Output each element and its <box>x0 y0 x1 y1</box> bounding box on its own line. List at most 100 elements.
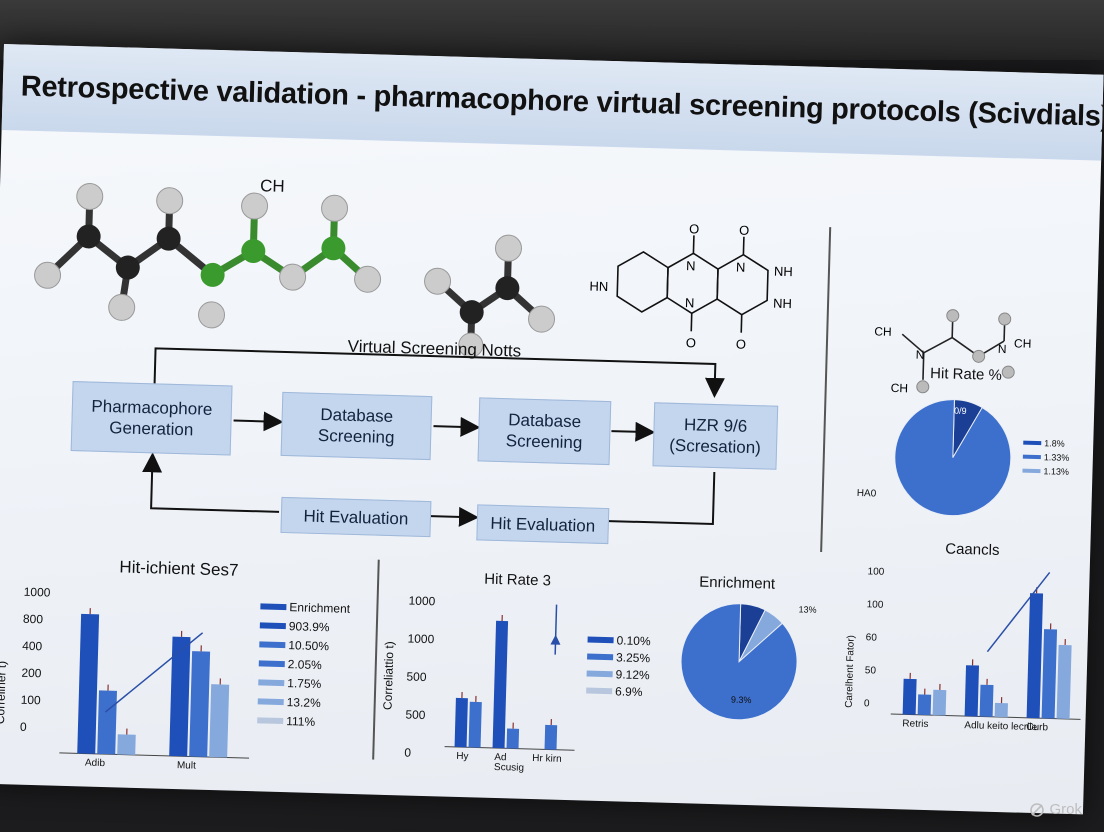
chart4-xtick: Retris <box>902 718 929 731</box>
legend-swatch <box>586 670 613 678</box>
atom-o-4: O <box>736 337 747 352</box>
chart1-legend-item: 903.9% <box>259 618 330 635</box>
chart2-bar-0-1 <box>468 701 482 748</box>
chart4-bar-1-1 <box>979 684 994 717</box>
pie0-slice-1 <box>894 399 1012 517</box>
chart2-legend-item: 3.25% <box>587 650 651 666</box>
legend-label: 111% <box>286 714 316 729</box>
legend-label: 2.05% <box>287 657 323 673</box>
flow-box-hit-evaluation-2: Hit Evaluation <box>476 504 610 545</box>
legend-label: 0.10% <box>616 633 651 649</box>
chart2-bar-1-1 <box>506 728 520 749</box>
flow-box-hzr: HZR 9/6 (Scresation) <box>652 402 779 470</box>
legend-label: 1.13% <box>1043 466 1070 477</box>
chart2-ylabel: Correliattio t) <box>380 641 397 711</box>
chart3-title: Enrichment <box>699 573 776 593</box>
chart1-ytick: 400 <box>22 638 43 654</box>
legend-label: 13.2% <box>286 695 321 711</box>
legend-swatch <box>257 717 284 725</box>
arrow-down-icon <box>153 347 725 404</box>
chart4-bar-2-2 <box>1056 644 1072 720</box>
pie0-legend-item: 1.33% <box>1022 452 1070 463</box>
chart2-legend-item: 6.9% <box>586 684 643 700</box>
mol1-label: CH <box>260 176 285 196</box>
atom-n-right: N <box>998 342 1007 356</box>
chart4-trend-line <box>986 571 1051 653</box>
chart4-ytick: 0 <box>863 698 870 710</box>
chart1-legend-item: 1.75% <box>258 675 321 691</box>
chart4-xtick: Curb <box>1026 721 1049 734</box>
molecule-right: CH N CH CH N <box>874 309 1032 395</box>
arrow-up-icon <box>142 452 280 513</box>
legend-label: Enrichment <box>289 600 351 616</box>
chart2-bars <box>444 604 575 751</box>
legend-swatch <box>1022 468 1041 474</box>
chart4-title: Caancls <box>945 540 1000 559</box>
pie0-slice-label-0: 0/9 <box>953 405 967 417</box>
legend-swatch <box>587 636 614 644</box>
legend-label: 1.33% <box>1043 452 1070 463</box>
legend-label: 3.25% <box>615 650 651 666</box>
atom-ch-1: CH <box>874 324 892 338</box>
grok-label: Grok <box>1049 801 1082 818</box>
chart2-ytick: 1000 <box>408 593 436 609</box>
legend-swatch <box>259 622 286 630</box>
chart2-legend-item: 0.10% <box>587 633 651 649</box>
chart1-legend-item: 111% <box>257 713 315 729</box>
pie0-legend-item: 1.13% <box>1022 466 1069 477</box>
flow-box-database-screening-2: Database Screening <box>477 397 612 466</box>
legend-swatch <box>257 698 284 706</box>
atom-hn: HN <box>589 278 608 294</box>
legend-label: 9.12% <box>615 667 650 683</box>
legend-label: 1.75% <box>287 676 322 692</box>
chart4-bar-2-0 <box>1026 593 1044 719</box>
chart1-trend-line <box>104 632 204 713</box>
flow-box-hit-evaluation-1: Hit Evaluation <box>280 496 432 538</box>
chart1-xtick: Adib <box>84 757 106 770</box>
legend-swatch <box>587 653 614 661</box>
chart2-xlabel: Scusig <box>493 761 525 774</box>
chart4-bar-0-0 <box>902 678 917 715</box>
chart-enrichment-pie <box>680 603 798 721</box>
molecule-ball-stick-1: CH <box>34 176 382 329</box>
chart4-ylabel: Carelhent Fator) <box>843 634 857 709</box>
chart4-ytick: 60 <box>865 632 878 644</box>
chart2-title: Hit Rate 3 <box>484 570 552 590</box>
chart4-ytick: 100 <box>866 599 884 611</box>
chart1-bar-0-1 <box>97 690 117 755</box>
chart1-bar-1-2 <box>209 684 230 758</box>
legend-label: 1.8% <box>1044 438 1065 449</box>
flow-box-pharmacophore-generation: Pharmacophore Generation <box>70 381 233 456</box>
arrow-up-icon <box>550 634 561 645</box>
grok-watermark: Grok <box>1029 801 1082 818</box>
chart4-ytick: 50 <box>864 665 877 677</box>
chart2-legend-item: 9.12% <box>586 667 650 683</box>
chart4-bar-2-1 <box>1041 629 1058 719</box>
atom-nh-2: NH <box>773 296 792 312</box>
chart1-legend-item: 10.50% <box>259 637 329 653</box>
chart1-ytick: 800 <box>22 611 44 627</box>
chart4-bar-0-1 <box>917 694 932 716</box>
chart1-xtick: Mult <box>176 760 196 772</box>
chart1-bar-0-2 <box>117 734 136 755</box>
flow-connectors <box>142 347 725 527</box>
chart1-bars <box>59 608 250 759</box>
atom-ch-2: CH <box>1014 336 1032 350</box>
chart1-bar-0-0 <box>77 613 100 754</box>
pie0-slice-label-1: HA0 <box>856 487 877 500</box>
chart1-ytick: 100 <box>20 692 41 708</box>
legend-swatch <box>258 679 285 687</box>
legend-label: 903.9% <box>288 619 330 635</box>
atom-n-2: N <box>736 260 746 275</box>
grok-logo-icon <box>1030 802 1045 817</box>
legend-swatch <box>260 603 287 611</box>
chart2-ytick: 500 <box>406 669 427 685</box>
chart2-ytick: 500 <box>405 707 426 723</box>
chart1-legend-item: 2.05% <box>258 656 323 673</box>
legend-swatch <box>259 641 286 649</box>
chart1-ytick: 0 <box>19 719 27 734</box>
atom-nh-1: NH <box>774 264 793 280</box>
chart4-bar-1-2 <box>994 702 1008 718</box>
legend-label: 6.9% <box>614 684 643 700</box>
atom-o-2: O <box>739 223 750 238</box>
